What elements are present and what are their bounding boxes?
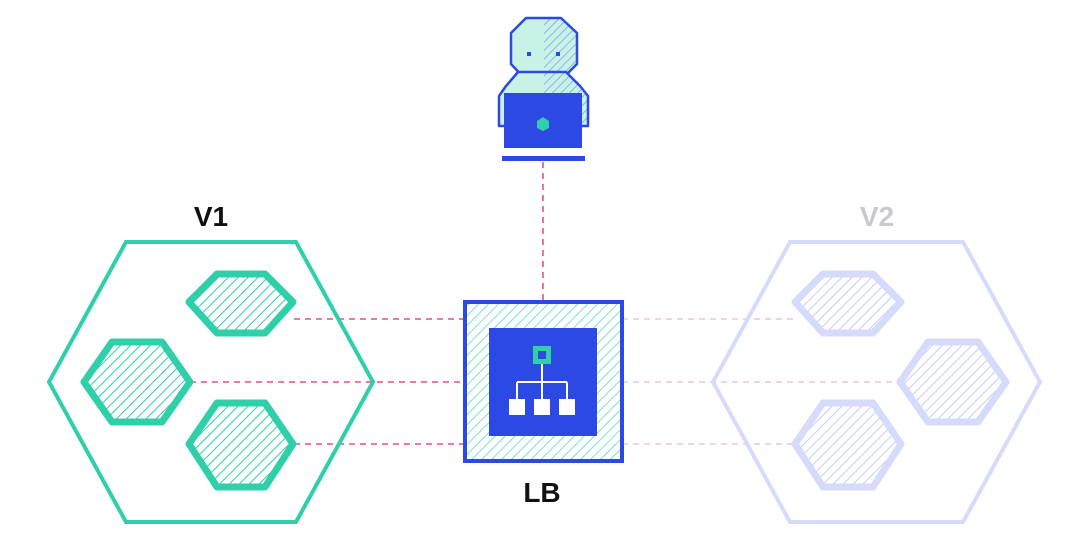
v2-pod-top (791, 270, 905, 337)
lb-label: LB (523, 477, 560, 508)
v2-label: V2 (860, 201, 894, 232)
v2-outer-hexagon (710, 240, 1043, 524)
v1-pod-top (185, 270, 297, 337)
load-balancer (463, 300, 624, 463)
user-head-shade (544, 18, 577, 80)
v1-label: V1 (194, 201, 228, 232)
user-eye-left (527, 52, 531, 56)
v1-pod-middle (80, 338, 194, 426)
user-eye-right (556, 52, 560, 56)
laptop-base (502, 156, 585, 161)
laptop-logo (537, 117, 549, 131)
v2-pod-middle (896, 338, 1010, 426)
developer-at-laptop-icon (497, 16, 590, 161)
v1-pod-bottom (185, 399, 297, 491)
v2-cluster (710, 240, 1043, 524)
v2-pod-bottom (791, 399, 905, 491)
hierarchy-network-icon (509, 346, 575, 415)
v1-cluster (46, 240, 376, 524)
v1-outer-hexagon (46, 240, 376, 524)
